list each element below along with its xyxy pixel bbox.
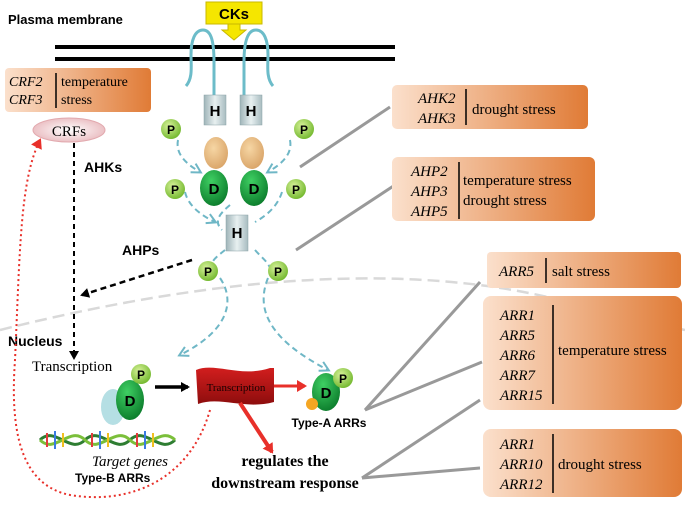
type-a-arrs-label: Type-A ARRs bbox=[292, 416, 367, 430]
svg-text:P: P bbox=[171, 183, 179, 197]
receptor-domain-right bbox=[240, 137, 264, 169]
transcription-label: Transcription bbox=[32, 359, 113, 375]
svg-text:P: P bbox=[167, 123, 175, 137]
arr-gene: ARR5 bbox=[499, 328, 535, 344]
crfs-node bbox=[32, 117, 106, 143]
d-label: D bbox=[125, 393, 136, 410]
nucleus-label: Nucleus bbox=[8, 333, 63, 349]
ahk-stress: drought stress bbox=[472, 102, 556, 118]
svg-text:P: P bbox=[292, 183, 300, 197]
svg-text:P: P bbox=[274, 265, 282, 279]
arr-gene: ARR12 bbox=[499, 477, 543, 493]
ahp-stress: drought stress bbox=[463, 193, 547, 209]
crfs-label: CRFs bbox=[52, 124, 86, 140]
phosphate-group-icon: P bbox=[198, 261, 218, 281]
ahk-gene: AHK3 bbox=[417, 111, 456, 127]
cks-label: CKs bbox=[219, 6, 249, 23]
phosphate-group-icon: P bbox=[268, 261, 288, 281]
transcription-banner bbox=[196, 367, 274, 405]
target-genes-label: Target genes bbox=[92, 454, 168, 470]
d-label: D bbox=[209, 181, 220, 198]
regulates-line1: regulates the bbox=[241, 453, 328, 470]
plasma-membrane-label: Plasma membrane bbox=[8, 12, 123, 27]
svg-text:P: P bbox=[204, 265, 212, 279]
arr-temperature-box bbox=[483, 296, 682, 410]
ahps-label: AHPs bbox=[122, 242, 160, 258]
arr-drought-box bbox=[483, 429, 682, 497]
h-label: H bbox=[232, 225, 243, 242]
phosphate-group-icon: P bbox=[294, 119, 314, 139]
feedback-dotted-arrow bbox=[12, 138, 211, 499]
ahk-receptor-loop-right bbox=[242, 28, 275, 107]
crf-stress: temperature bbox=[61, 75, 128, 90]
phosphate-group-icon: P bbox=[286, 179, 306, 199]
ahps-arrow bbox=[80, 258, 193, 298]
regulates-line2: downstream response bbox=[211, 475, 358, 492]
svg-text:P: P bbox=[300, 123, 308, 137]
arr-gene: ARR7 bbox=[499, 368, 536, 384]
ahk-gene: AHK2 bbox=[417, 91, 456, 107]
arr-stress: drought stress bbox=[558, 457, 642, 473]
arr-gene: ARR1 bbox=[499, 308, 535, 324]
arr-gene: ARR15 bbox=[499, 388, 543, 404]
ahp-stress: temperature stress bbox=[463, 173, 572, 189]
receptor-domain-left bbox=[204, 137, 228, 169]
type-b-receiver-domain bbox=[116, 380, 144, 420]
crf-gene: CRF2 bbox=[9, 75, 42, 90]
ahk-stress-box bbox=[392, 85, 588, 129]
ahp-gene: AHP2 bbox=[410, 164, 448, 180]
h-label: H bbox=[246, 103, 257, 120]
phosphate-group-icon: P bbox=[333, 368, 353, 388]
arr-stress: temperature stress bbox=[558, 343, 667, 359]
histidine-kinase-right bbox=[239, 94, 263, 126]
arr-gene: ARR10 bbox=[499, 457, 543, 473]
ahp-stress-box bbox=[392, 157, 595, 221]
phosphate-group-icon: P bbox=[131, 364, 151, 384]
h-label: H bbox=[210, 103, 221, 120]
ahp-gene: AHP3 bbox=[410, 184, 448, 200]
dna-helix-icon bbox=[38, 431, 177, 449]
ahk-receptor-loop-left bbox=[184, 28, 216, 107]
crf-stress: stress bbox=[61, 93, 92, 108]
type-b-arrs-label: Type-B ARRs bbox=[75, 471, 151, 485]
arr-stress: salt stress bbox=[552, 264, 610, 280]
receiver-domain-right bbox=[240, 170, 268, 206]
crf-gene: CRF3 bbox=[9, 93, 42, 108]
transcription-banner-label: Transcription bbox=[207, 382, 266, 394]
svg-text:P: P bbox=[137, 368, 145, 382]
svg-text:P: P bbox=[339, 372, 347, 386]
ahp-gene: AHP5 bbox=[410, 204, 448, 220]
connector-lines bbox=[295, 105, 483, 480]
arr-gene: ARR5 bbox=[498, 264, 534, 280]
arr-gene: ARR1 bbox=[499, 437, 535, 453]
ahks-label: AHKs bbox=[84, 159, 122, 175]
cks-arrow-icon bbox=[220, 23, 248, 41]
ahp-histidine bbox=[225, 214, 249, 252]
receiver-domain-left bbox=[200, 170, 228, 206]
banner-to-response-arrow bbox=[238, 401, 274, 454]
type-a-ligand-dot bbox=[306, 398, 318, 410]
histidine-kinase-left bbox=[203, 94, 227, 126]
arr-salt-box bbox=[487, 252, 681, 288]
type-a-receiver-domain bbox=[312, 373, 340, 411]
phosphate-group-icon: P bbox=[165, 179, 185, 199]
crf-stress-box bbox=[5, 68, 151, 112]
arr-gene: ARR6 bbox=[499, 348, 535, 364]
d-label: D bbox=[249, 181, 260, 198]
phosphate-group-icon: P bbox=[161, 119, 181, 139]
d-label: D bbox=[321, 385, 332, 402]
